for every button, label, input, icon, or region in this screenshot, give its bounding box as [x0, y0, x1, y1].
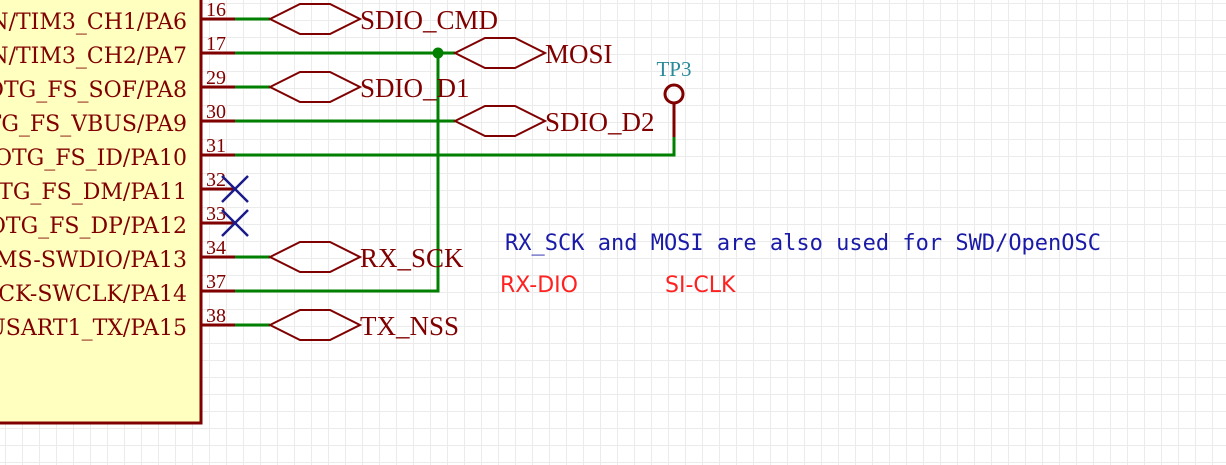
note-si-clk: SI-CLK: [665, 273, 736, 298]
pin-name: OTG_FS_VBUS/PA9: [0, 112, 187, 137]
no-connect-pin-32: [221, 175, 249, 203]
pin-name: JTCK-SWCLK/PA14: [0, 282, 187, 307]
note-rx-dio: RX-DIO: [500, 273, 578, 298]
net-label-rx-sck[interactable]: RX_SCK: [360, 243, 464, 273]
pin-name: /USART1_TX/PA15: [0, 316, 187, 341]
pin-name: _OTG_FS_ID/PA10: [0, 146, 187, 171]
pin-name: _OTG_FS_DP/PA12: [0, 214, 187, 239]
port-sdio-d1[interactable]: [267, 71, 363, 103]
port-sdio-d2[interactable]: [452, 105, 548, 137]
pin-number: 38: [206, 305, 226, 327]
pin-number: 29: [206, 67, 226, 89]
net-label-tx-nss[interactable]: TX_NSS: [360, 311, 459, 341]
wires: [235, 17, 676, 327]
port-sdio-cmd[interactable]: [267, 3, 363, 35]
pin-name: _OTG_FS_SOF/PA8: [0, 78, 187, 103]
note-swd-text: RX_SCK and MOSI are also used for SWD/Op…: [505, 231, 1101, 256]
pin-number: 32: [206, 169, 226, 191]
pin-number: 31: [206, 135, 226, 157]
wire-tp3[interactable]: [235, 136, 676, 157]
pin-number: 30: [206, 101, 226, 123]
port-mosi[interactable]: [452, 37, 548, 69]
pin-number: 34: [206, 237, 226, 259]
pin-number: 16: [206, 0, 226, 21]
test-point-tp3[interactable]: TP3: [656, 57, 692, 137]
net-label-sdio-d2[interactable]: SDIO_D2: [545, 107, 655, 137]
net-label-sdio-cmd[interactable]: SDIO_CMD: [360, 5, 498, 35]
port-tx-nss[interactable]: [267, 309, 363, 341]
mcu-component-body[interactable]: [0, 0, 203, 425]
pin-number: 33: [206, 203, 226, 225]
port-rx-sck[interactable]: [267, 241, 363, 273]
pin-name: _OTG_FS_DM/PA11: [0, 180, 187, 205]
pin-lines: [201, 17, 235, 327]
no-connect-pin-33: [221, 209, 249, 237]
pin-name: IN/TIM3_CH2/PA7: [0, 44, 187, 69]
pin-number: 37: [206, 271, 226, 293]
wire-swclk-to-mosi[interactable]: [235, 53, 440, 293]
junction-dot: [432, 47, 444, 59]
net-label-mosi[interactable]: MOSI: [545, 39, 613, 69]
test-point-icon: [663, 83, 685, 105]
pin-name: IN/TIM3_CH1/PA6: [0, 10, 187, 35]
net-label-sdio-d1[interactable]: SDIO_D1: [360, 73, 470, 103]
pin-number: 17: [206, 33, 226, 55]
test-point-label: TP3: [656, 57, 691, 81]
pin-name: JTMS-SWDIO/PA13: [0, 248, 187, 273]
